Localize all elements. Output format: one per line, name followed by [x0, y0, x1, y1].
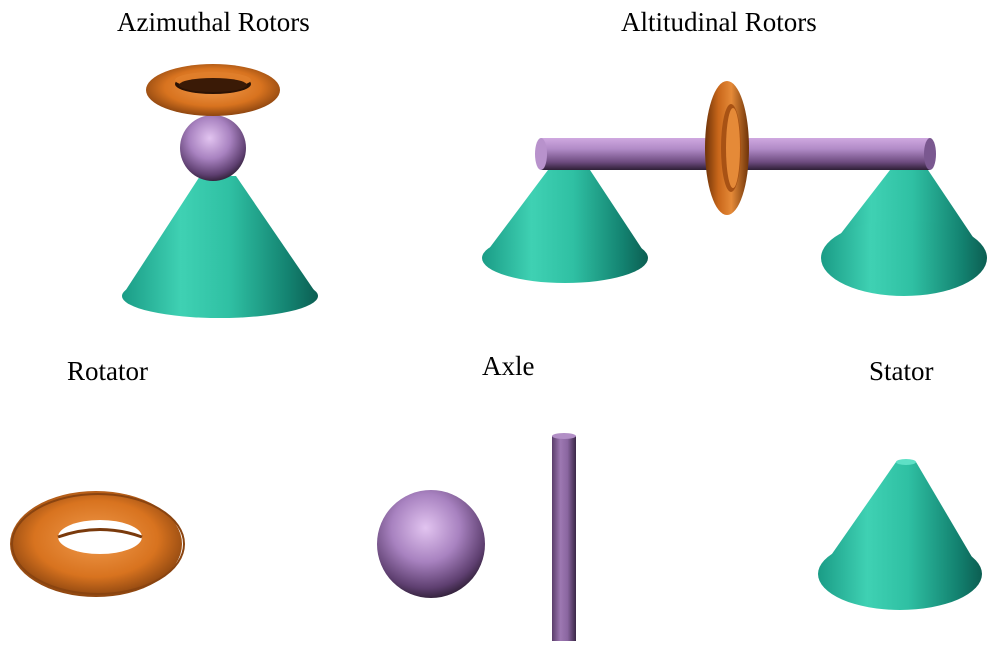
stator-label: Stator	[869, 356, 934, 386]
altitudinal-rotors-label: Altitudinal Rotors	[621, 7, 817, 37]
azimuthal-assembly	[122, 64, 318, 318]
altitudinal-left-stator-cone	[482, 170, 648, 283]
rotator-label: Rotator	[67, 356, 148, 386]
azimuthal-rotator-torus	[146, 64, 280, 116]
azimuthal-rotors-label: Azimuthal Rotors	[117, 7, 310, 37]
altitudinal-rotator-torus	[705, 81, 749, 215]
rotator-torus	[10, 491, 185, 597]
azimuthal-stator-cone	[122, 176, 318, 318]
axle-label: Axle	[482, 351, 535, 381]
axle-sphere	[377, 490, 485, 598]
stator-cone	[818, 459, 982, 610]
altitudinal-assembly	[482, 81, 987, 296]
axle-rod	[552, 433, 576, 641]
altitudinal-right-stator-cone	[821, 170, 987, 296]
azimuthal-axle-sphere	[180, 115, 246, 181]
